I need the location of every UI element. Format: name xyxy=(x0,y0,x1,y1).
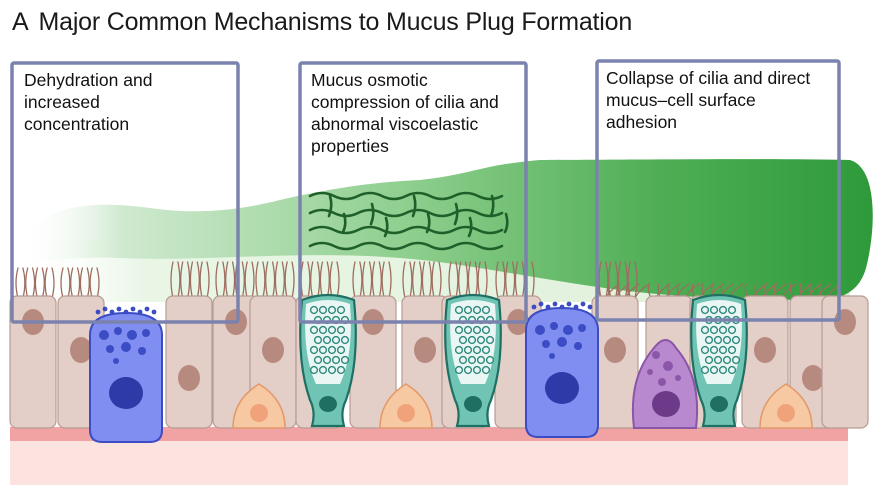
ciliated-cell xyxy=(165,295,213,429)
cell-nucleus xyxy=(777,404,795,422)
figure-title: A Major Common Mechanisms to Mucus Plug F… xyxy=(12,8,632,37)
ciliated-cell xyxy=(9,295,57,429)
cell-nucleus xyxy=(397,404,415,422)
basal-cell-icon xyxy=(232,383,286,429)
cell-nucleus xyxy=(710,396,728,412)
cell-nucleus xyxy=(250,404,268,422)
cell-nucleus xyxy=(545,372,579,404)
ciliated-cell xyxy=(349,295,397,429)
goblet-cell-icon xyxy=(89,306,163,443)
cell-nucleus xyxy=(754,337,776,363)
mucus-layer xyxy=(20,159,873,300)
cell-nucleus xyxy=(109,377,143,409)
panel-letter: A xyxy=(12,8,29,36)
cell-nucleus xyxy=(604,337,626,363)
basal-cell-icon xyxy=(759,383,813,429)
mechanism-box-3 xyxy=(595,59,841,322)
mechanism-box-1 xyxy=(10,61,240,324)
mechanism-label-1: Dehydration and increased concentration xyxy=(24,70,153,134)
submucosa xyxy=(10,441,848,485)
mechanism-label-2: Mucus osmotic compression of cilia and a… xyxy=(311,70,499,156)
ciliated-cell xyxy=(821,295,869,429)
cell-nucleus xyxy=(178,365,200,391)
mucus-mesh-icon xyxy=(308,191,509,251)
cell-nucleus xyxy=(414,337,436,363)
mechanism-label-3: Collapse of cilia and direct mucus–cell … xyxy=(606,68,811,132)
cell-nucleus xyxy=(262,337,284,363)
basal-cell-icon xyxy=(379,383,433,429)
cell-nucleus xyxy=(802,365,824,391)
title-text: Major Common Mechanisms to Mucus Plug Fo… xyxy=(38,8,633,36)
cell-nucleus xyxy=(70,337,92,363)
cell-nucleus xyxy=(464,396,482,412)
goblet-cell-icon xyxy=(525,301,599,438)
basement-membrane xyxy=(10,427,848,441)
cell-nucleus xyxy=(652,391,680,417)
cell-nucleus xyxy=(319,396,337,412)
secretory-cell xyxy=(631,339,699,429)
mechanism-box-2 xyxy=(298,61,528,324)
